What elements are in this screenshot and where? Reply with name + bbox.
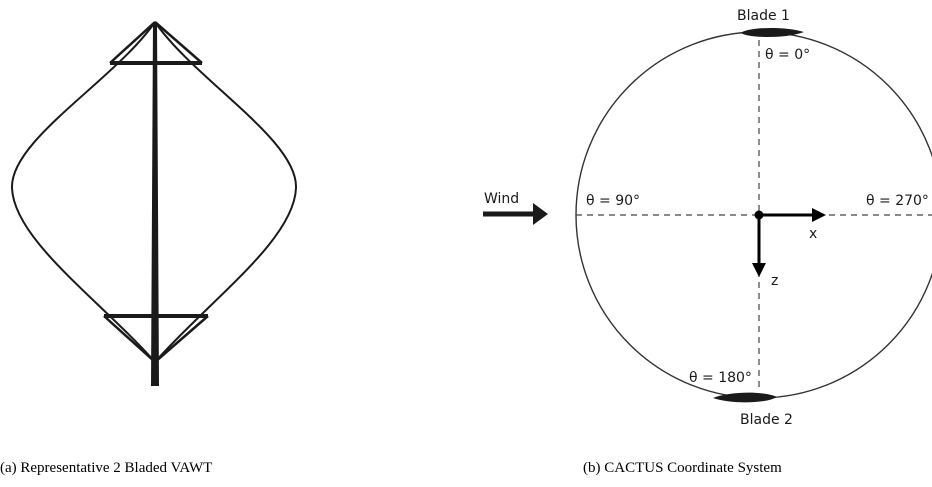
blade-1-label: Blade 1	[737, 8, 790, 24]
vawt-strut-diag-top-right	[154, 21, 203, 64]
vawt-figure	[10, 21, 298, 386]
x-axis-label: x	[809, 226, 817, 242]
theta-180-label: θ = 180°	[689, 370, 752, 386]
vawt-strut-diag-bottom-right	[154, 315, 209, 363]
theta-90-label: θ = 90°	[586, 193, 640, 209]
x-axis-arrowhead	[812, 208, 826, 222]
theta-0-label: θ = 0°	[765, 47, 810, 63]
caption-a: (a) Representative 2 Bladed VAWT	[0, 460, 212, 476]
vawt-strut-diag-top-left	[109, 21, 156, 64]
wind-label: Wind	[484, 191, 519, 207]
blade-2-label: Blade 2	[740, 412, 793, 428]
vawt-tower	[151, 22, 159, 386]
coordinate-figure: Blade 1 Blade 2 θ = 0° θ = 90° θ = 270° …	[483, 8, 932, 428]
blade-1-airfoil	[741, 27, 804, 37]
z-axis-arrowhead	[752, 263, 766, 277]
vawt-blade-left	[10, 21, 156, 363]
wind-arrowhead	[533, 203, 548, 225]
vawt-strut-diag-bottom-left	[103, 315, 156, 363]
blade-2-airfoil	[713, 392, 777, 403]
z-axis-label: z	[771, 273, 778, 289]
vawt-blade-right	[154, 21, 298, 363]
caption-b: (b) CACTUS Coordinate System	[583, 460, 782, 476]
theta-270-label: θ = 270°	[866, 193, 929, 209]
